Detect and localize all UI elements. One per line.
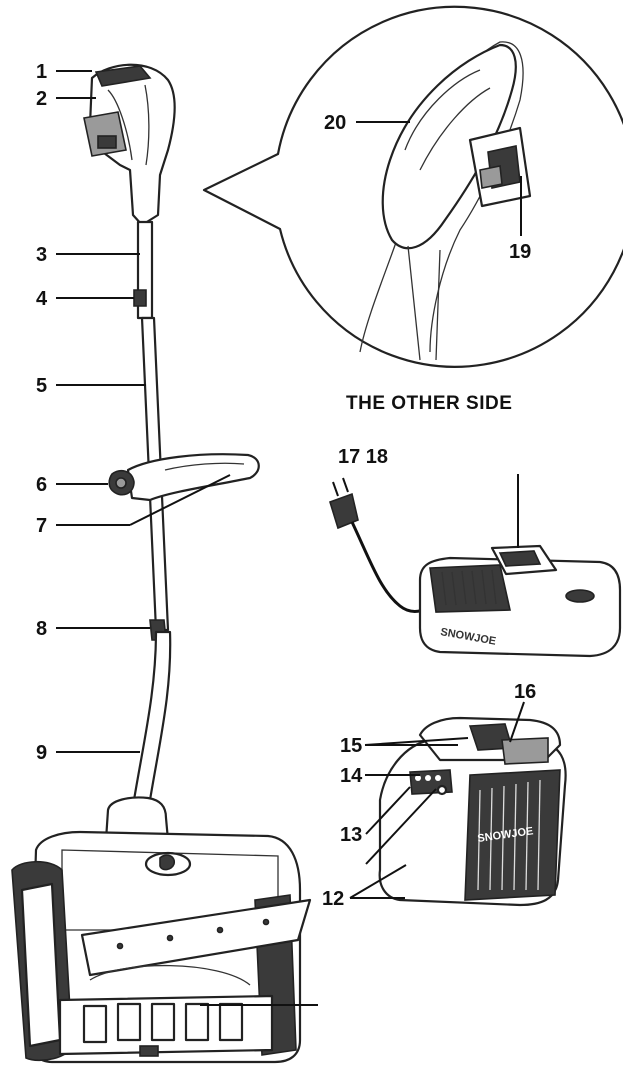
part-label-15: 15 [340,735,362,757]
part-label-2: 2 [36,88,47,110]
part-label-20: 20 [324,112,346,134]
part-number-labels: 1 2 3 4 5 6 7 8 9 12 13 14 15 16 17 18 1… [36,61,536,910]
part-label-5: 5 [36,375,47,397]
part-label-14: 14 [340,765,363,787]
part-label-6: 6 [36,474,47,496]
battery-drawing: SNOWJOE [378,716,567,907]
charger-vents [441,569,497,606]
leader-lines [56,70,525,1006]
battery-ribs [477,779,541,891]
part-label-1: 1 [36,61,47,83]
charger-drawing: SNOWJOE [329,477,622,658]
part-label-16: 16 [514,681,536,703]
part-label-3: 3 [36,244,47,266]
zoom-detail [202,5,623,368]
part-label-19: 19 [509,241,531,263]
part-label-4: 4 [36,288,48,310]
auger-paddles [82,1002,244,1044]
other-side-caption: THE OTHER SIDE [346,393,512,414]
part-label-17-18: 17 18 [338,446,388,468]
part-label-8: 8 [36,618,47,640]
part-label-13: 13 [340,824,362,846]
part-label-9: 9 [36,742,47,764]
part-label-7: 7 [36,515,47,537]
part-label-12: 12 [322,888,344,910]
